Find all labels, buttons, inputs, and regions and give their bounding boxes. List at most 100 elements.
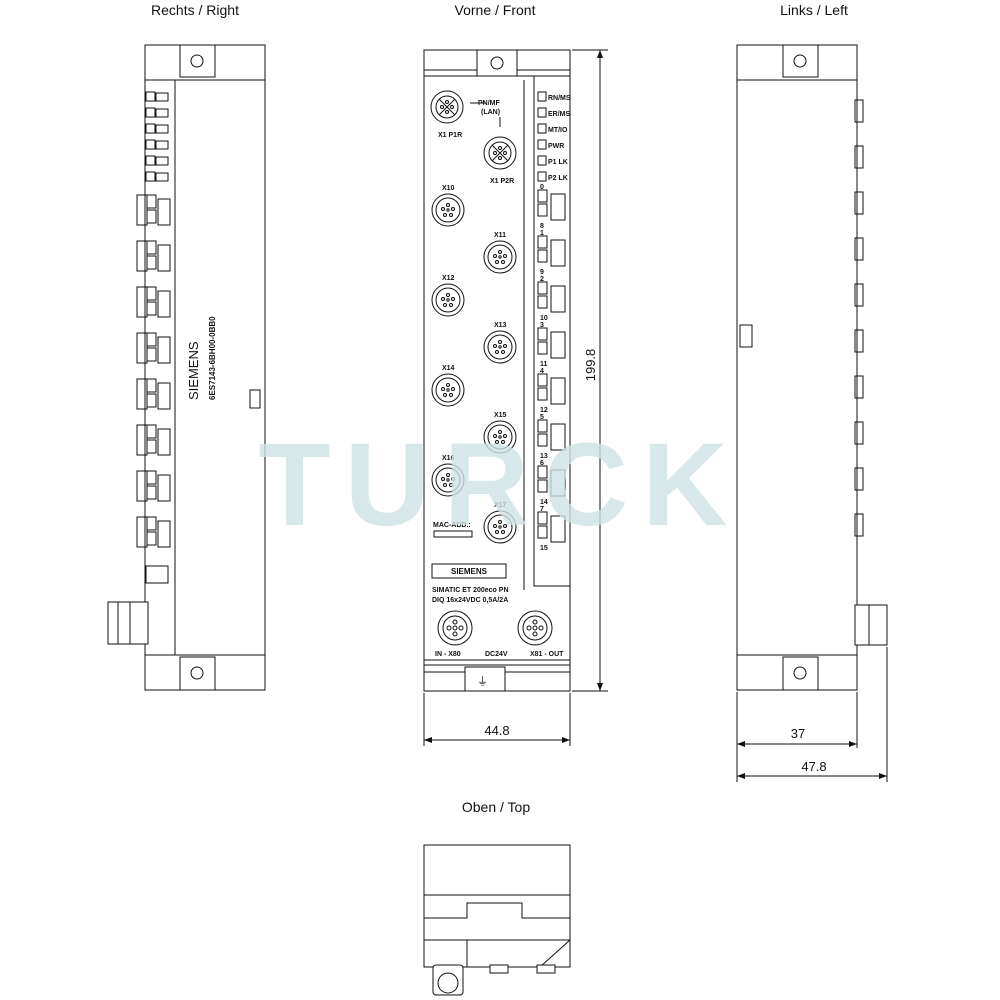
channel-number: 9 <box>540 269 544 276</box>
channel-number: 0 <box>540 184 544 191</box>
view-title-right: Rechts / Right <box>151 2 239 18</box>
led-indicator <box>537 123 547 134</box>
m12-port <box>483 330 517 364</box>
side-connector <box>146 378 157 393</box>
side-bump <box>854 375 864 399</box>
side-led <box>155 108 169 118</box>
power-in-label: IN - X80 <box>435 651 461 658</box>
channel-label-window <box>550 423 566 451</box>
side-led <box>155 140 169 150</box>
power-out-label: X81 - OUT <box>530 651 564 658</box>
channel-led <box>537 341 548 355</box>
svg-text:⏚: ⏚ <box>477 675 488 688</box>
side-connector <box>146 516 157 531</box>
side-connector <box>157 244 171 272</box>
led-indicator <box>537 155 547 166</box>
port-label: X17 <box>494 502 507 509</box>
m12-port <box>431 463 465 497</box>
side-led <box>145 155 156 166</box>
side-bump <box>854 191 864 215</box>
side-connector <box>146 286 157 301</box>
side-connector <box>146 393 157 408</box>
channel-led <box>537 433 548 447</box>
channel-led <box>537 479 548 493</box>
pn-label-1: PN/MF <box>478 100 501 107</box>
led-label: MT/IO <box>548 127 568 134</box>
side-connector <box>146 332 157 347</box>
side-bump <box>854 237 864 261</box>
led-indicator <box>537 139 547 150</box>
channel-led <box>537 525 548 539</box>
channel-number: 1 <box>540 230 544 237</box>
led-indicator <box>537 107 547 118</box>
port-label: X16 <box>442 455 455 462</box>
channel-led <box>537 465 548 479</box>
channel-led <box>537 327 548 341</box>
channel-number: 2 <box>540 276 544 283</box>
power-connector <box>437 610 473 646</box>
side-bump <box>854 329 864 353</box>
pn-port <box>483 136 517 170</box>
channel-led <box>537 249 548 263</box>
led-indicator <box>537 91 547 102</box>
channel-number: 10 <box>540 315 548 322</box>
channel-label-window <box>550 239 566 267</box>
m12-port <box>431 193 465 227</box>
channel-number: 5 <box>540 414 544 421</box>
side-led <box>145 139 156 150</box>
led-label: PWR <box>548 143 564 150</box>
side-bump <box>854 467 864 491</box>
channel-number: 7 <box>540 506 544 513</box>
mac-address-label: MAC-ADD.: <box>433 522 471 529</box>
side-connector <box>157 198 171 226</box>
view-title-top: Oben / Top <box>462 799 530 815</box>
port-label: X14 <box>442 365 455 372</box>
channel-number: 12 <box>540 407 548 414</box>
led-label: RN/MS <box>548 95 571 102</box>
side-connector <box>157 290 171 318</box>
side-connector <box>146 255 157 270</box>
channel-led <box>537 295 548 309</box>
m12-port <box>483 420 517 454</box>
depth-dimension-short: 37 <box>791 726 805 741</box>
view-title-left: Links / Left <box>780 2 848 18</box>
side-bump <box>854 283 864 307</box>
m12-port <box>431 283 465 317</box>
right-view: SIEMENS 6ES7143-6BH00-0BB0 <box>107 44 266 691</box>
side-connector <box>157 382 171 410</box>
channel-number: 3 <box>540 322 544 329</box>
side-bump <box>854 99 864 123</box>
side-connector <box>157 428 171 456</box>
channel-number: 4 <box>540 368 544 375</box>
side-led <box>145 107 156 118</box>
channel-label-window <box>550 285 566 313</box>
m12-port <box>483 240 517 274</box>
m12-port <box>431 373 465 407</box>
side-connector <box>146 531 157 546</box>
led-indicator <box>537 171 547 182</box>
side-led <box>145 91 156 102</box>
channel-led <box>537 511 548 525</box>
product-line-1: SIMATIC ET 200eco PN <box>432 587 509 594</box>
channel-led <box>537 281 548 295</box>
left-view: 37 47.8 <box>736 44 888 782</box>
watermark: TURCK <box>259 419 742 551</box>
pn-label-2: (LAN) <box>481 109 500 116</box>
side-connector <box>146 424 157 439</box>
side-led <box>155 156 169 166</box>
channel-led <box>537 189 548 203</box>
port-label: X15 <box>494 412 507 419</box>
side-led <box>155 124 169 134</box>
side-connector <box>146 470 157 485</box>
channel-number: 15 <box>540 545 548 552</box>
channel-label-window <box>550 331 566 359</box>
side-bump <box>854 145 864 169</box>
product-line-2: DIQ 16x24VDC 0,5A/2A <box>432 597 508 604</box>
side-connector <box>146 347 157 362</box>
port-label: X10 <box>442 185 455 192</box>
side-connector <box>146 439 157 454</box>
width-dimension: 44.8 <box>484 723 509 738</box>
side-led <box>155 92 169 102</box>
